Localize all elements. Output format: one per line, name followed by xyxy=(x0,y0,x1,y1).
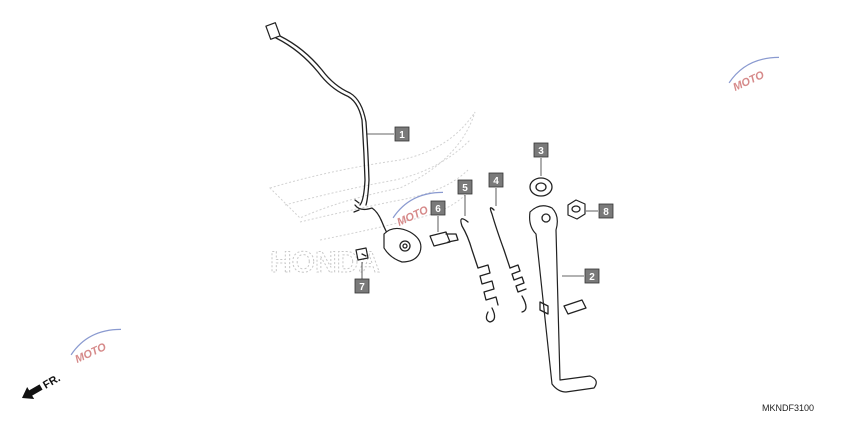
honda-logo-watermark: HONDA xyxy=(269,111,476,280)
svg-text:3: 3 xyxy=(538,146,544,157)
part-pivot-bolt xyxy=(429,231,459,247)
part-side-stand xyxy=(529,205,597,393)
moto-watermark-bottom-left: MOTO xyxy=(70,328,121,366)
callout-8: 8 xyxy=(598,203,614,219)
callout-3: 3 xyxy=(533,142,549,158)
part-nut xyxy=(567,199,586,220)
svg-text:7: 7 xyxy=(359,282,365,293)
svg-text:8: 8 xyxy=(603,207,609,218)
front-direction-indicator: FR. xyxy=(22,372,63,400)
callout-5: 5 xyxy=(457,179,473,195)
part-small-bolt xyxy=(355,247,369,261)
part-side-stand-switch xyxy=(265,22,422,263)
svg-text:2: 2 xyxy=(589,272,595,283)
svg-text:MOTO: MOTO xyxy=(395,204,430,229)
svg-text:MOTO: MOTO xyxy=(731,69,766,94)
front-direction-label: FR. xyxy=(41,372,62,391)
callout-7: 7 xyxy=(354,278,370,294)
svg-text:MOTO: MOTO xyxy=(73,341,108,366)
svg-text:5: 5 xyxy=(462,183,468,194)
svg-text:6: 6 xyxy=(435,204,441,215)
part-washer xyxy=(529,177,553,197)
moto-watermark-top-right: MOTO xyxy=(728,56,779,94)
arrow-left-icon xyxy=(22,384,43,400)
leader-lines xyxy=(361,133,598,279)
callout-2: 2 xyxy=(584,268,600,284)
callout-6: 6 xyxy=(430,200,446,216)
honda-wing-icon xyxy=(269,111,476,241)
part-inner-spring xyxy=(460,218,499,323)
part-outer-spring xyxy=(489,207,527,313)
svg-text:4: 4 xyxy=(493,176,499,187)
callout-4: 4 xyxy=(488,172,504,188)
svg-text:1: 1 xyxy=(399,130,405,141)
callout-1: 1 xyxy=(394,126,410,142)
diagram-code: MKNDF3100 xyxy=(761,403,814,413)
